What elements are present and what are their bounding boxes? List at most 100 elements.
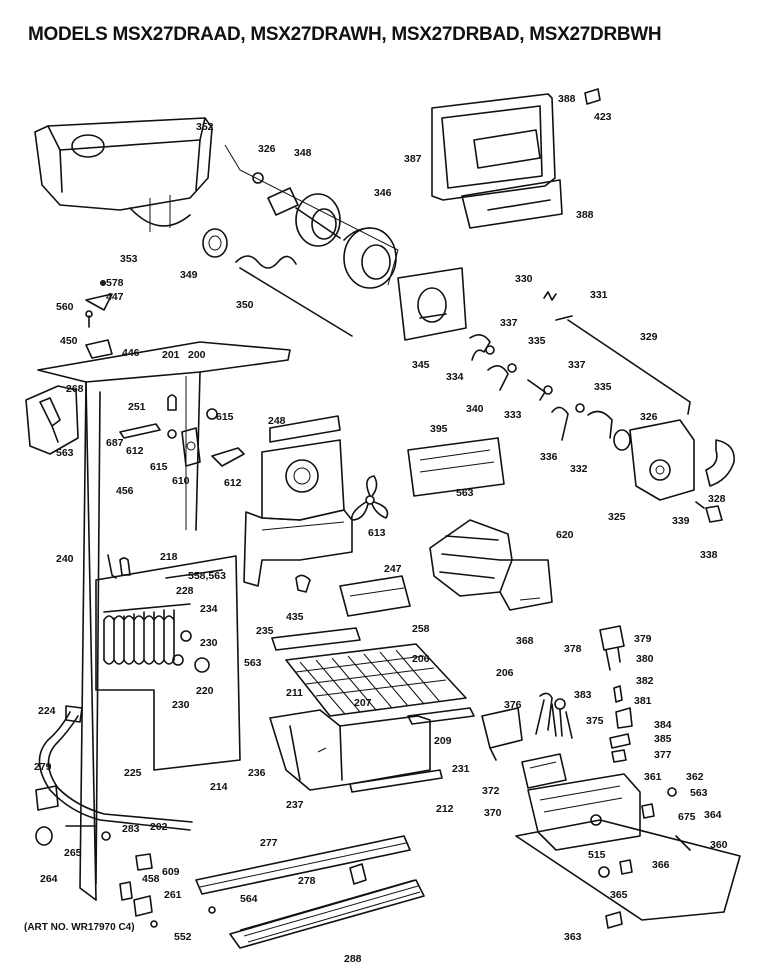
part-label-p563b: 563 — [456, 487, 474, 499]
part-label-p211: 211 — [286, 687, 303, 699]
part-label-p380: 380 — [636, 653, 654, 665]
part-label-p458: 458 — [142, 873, 160, 885]
part-label-p348: 348 — [294, 147, 312, 159]
part-label-p395: 395 — [430, 423, 448, 435]
part-label-p558: 558,563 — [188, 570, 226, 582]
part-label-p446: 446 — [122, 347, 140, 359]
part-label-p363: 363 — [564, 931, 582, 943]
part-label-p258: 258 — [412, 623, 430, 635]
part-label-p230a: 230 — [200, 637, 218, 649]
part-label-p220: 220 — [196, 685, 214, 697]
part-label-p346: 346 — [374, 187, 392, 199]
part-label-p352: 352 — [196, 121, 214, 133]
part-label-p248: 248 — [268, 415, 286, 427]
control-panel-395 — [407, 437, 505, 497]
part-label-p264: 264 — [40, 873, 58, 885]
part-label-p383: 383 — [574, 689, 592, 701]
evaporator-228 — [95, 554, 241, 771]
part-label-p202: 202 — [150, 821, 168, 833]
part-label-p368: 368 — [516, 635, 534, 647]
part-label-p333: 333 — [504, 409, 522, 421]
part-label-p332: 332 — [570, 463, 588, 475]
part-label-p337b: 337 — [568, 359, 586, 371]
part-label-p378: 378 — [564, 643, 582, 655]
air-duct-247 — [243, 415, 353, 587]
relay-cover-372 — [481, 707, 567, 789]
part-label-p375: 375 — [586, 715, 604, 727]
part-label-p612b: 612 — [224, 477, 242, 489]
switch-parts — [119, 394, 245, 467]
part-label-p336: 336 — [540, 451, 558, 463]
part-label-p564: 564 — [240, 893, 258, 905]
fan-blade-613 — [350, 475, 389, 521]
part-label-p337a: 337 — [500, 317, 518, 329]
crisper-pan-211 — [269, 709, 443, 793]
part-label-p334: 334 — [446, 371, 464, 383]
part-label-p620: 620 — [556, 529, 574, 541]
part-label-p230b: 230 — [172, 699, 190, 711]
part-label-p339: 339 — [672, 515, 690, 527]
part-label-p335b: 335 — [594, 381, 612, 393]
part-label-p560: 560 — [56, 301, 74, 313]
part-label-p613: 613 — [368, 527, 386, 539]
part-label-p563c: 563 — [244, 657, 262, 669]
part-label-p361: 361 — [644, 771, 662, 783]
ice-bucket-352 — [34, 117, 213, 232]
part-label-p382: 382 — [636, 675, 654, 687]
part-label-p214: 214 — [210, 781, 228, 793]
part-label-p247: 247 — [384, 563, 402, 575]
part-label-p372: 372 — [482, 785, 500, 797]
ice-maker-motor-325 — [613, 419, 735, 523]
art-number: (ART NO. WR17970 C4) — [24, 922, 135, 933]
part-label-p610: 610 — [172, 475, 190, 487]
part-label-p388b: 388 — [576, 209, 594, 221]
part-label-p328: 328 — [708, 493, 726, 505]
part-label-p225: 225 — [124, 767, 142, 779]
part-label-p330: 330 — [515, 273, 533, 285]
part-label-p288: 288 — [344, 953, 362, 965]
part-label-p435: 435 — [286, 611, 304, 623]
part-label-p335a: 335 — [528, 335, 546, 347]
part-label-p423: 423 — [594, 111, 612, 123]
part-label-p283: 283 — [122, 823, 140, 835]
dispenser-door-387 — [431, 88, 601, 229]
part-label-p207: 207 — [354, 697, 372, 709]
diagram-title: MODELS MSX27DRAAD, MSX27DRAWH, MSX27DRBA… — [28, 24, 662, 45]
part-label-p234: 234 — [200, 603, 218, 615]
part-label-p235: 235 — [256, 625, 274, 637]
part-label-p236: 236 — [248, 767, 266, 779]
hinge-hardware — [85, 280, 113, 359]
part-label-p212: 212 — [436, 803, 454, 815]
part-label-p261: 261 — [164, 889, 182, 901]
part-label-p377: 377 — [654, 749, 672, 761]
part-label-p340: 340 — [466, 403, 484, 415]
part-label-p381: 381 — [634, 695, 652, 707]
part-label-p384: 384 — [654, 719, 672, 731]
part-label-p345: 345 — [412, 359, 430, 371]
part-label-p218: 218 — [160, 551, 178, 563]
lower-brackets — [35, 785, 158, 928]
compressor-base-360 — [515, 773, 741, 929]
part-label-p615b: 615 — [150, 461, 168, 473]
part-label-p240: 240 — [56, 553, 74, 565]
part-label-p325: 325 — [608, 511, 626, 523]
part-label-p447: 447 — [106, 291, 124, 303]
part-label-p228: 228 — [176, 585, 194, 597]
ice-maker-620 — [429, 519, 553, 611]
part-label-p349: 349 — [180, 269, 198, 281]
part-label-p331: 331 — [590, 289, 608, 301]
part-label-p450: 450 — [60, 335, 78, 347]
part-label-p265: 265 — [64, 847, 82, 859]
part-label-p350: 350 — [236, 299, 254, 311]
base-grille-288 — [195, 835, 425, 949]
part-label-p201: 201 — [162, 349, 180, 361]
part-label-p563a: 563 — [56, 447, 74, 459]
part-label-p615a: 615 — [216, 411, 234, 423]
auger-assembly — [202, 144, 399, 337]
lamp-socket-268 — [25, 385, 79, 455]
control-housing-345 — [397, 267, 691, 441]
part-label-p224: 224 — [38, 705, 56, 717]
part-label-p364: 364 — [704, 809, 722, 821]
part-label-p385: 385 — [654, 733, 672, 745]
